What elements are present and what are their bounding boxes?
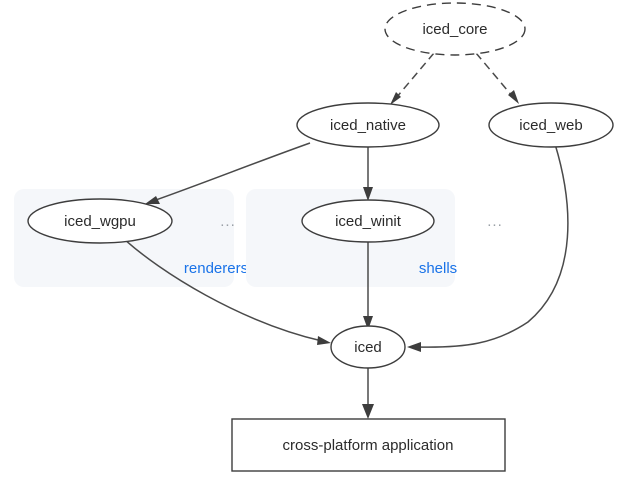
edge-iced-web-to-iced-line bbox=[416, 143, 569, 348]
node-iced-wgpu-label: iced_wgpu bbox=[64, 213, 136, 230]
node-iced-core[interactable]: iced_core bbox=[384, 2, 526, 56]
node-cross-platform-application[interactable]: cross-platform application bbox=[231, 418, 506, 472]
edge-iced-wgpu-to-iced-arrowhead bbox=[317, 336, 331, 345]
edge-iced-native-to-iced-winit-arrowhead bbox=[363, 187, 373, 201]
edge-iced-native-to-iced-wgpu bbox=[145, 142, 311, 204]
edge-iced-core-to-iced-native-arrowhead bbox=[390, 92, 401, 105]
node-iced-web-label: iced_web bbox=[519, 117, 582, 134]
cluster-renderers-ellipsis: ... bbox=[220, 213, 236, 230]
cluster-shells-ellipsis: ... bbox=[487, 213, 503, 230]
edge-iced-native-to-iced-winit bbox=[363, 145, 373, 201]
node-cross-platform-application-label: cross-platform application bbox=[283, 437, 454, 454]
node-iced-core-shape[interactable] bbox=[384, 2, 526, 56]
node-iced-web-shape[interactable] bbox=[488, 102, 614, 148]
node-iced-wgpu-shape[interactable] bbox=[27, 198, 173, 244]
node-iced-shape[interactable] bbox=[330, 325, 406, 369]
node-iced-native[interactable]: iced_native bbox=[296, 102, 440, 148]
node-iced-native-shape[interactable] bbox=[296, 102, 440, 148]
node-iced[interactable]: iced bbox=[330, 325, 406, 369]
node-iced-core-label: iced_core bbox=[422, 21, 487, 38]
node-iced-web[interactable]: iced_web bbox=[488, 102, 614, 148]
edge-iced-winit-to-iced bbox=[363, 241, 373, 330]
edge-iced-core-to-iced-native bbox=[390, 52, 435, 105]
edge-iced-to-application bbox=[362, 368, 374, 419]
edge-iced-core-to-iced-web-line bbox=[475, 52, 514, 98]
edge-iced-web-to-iced bbox=[407, 143, 569, 352]
edge-iced-web-to-iced-arrowhead bbox=[407, 342, 421, 352]
cluster-renderers-label: renderers bbox=[184, 260, 248, 277]
edge-iced-native-to-iced-wgpu-line bbox=[152, 142, 311, 202]
edge-iced-wgpu-to-iced-line bbox=[122, 237, 323, 342]
node-iced-native-label: iced_native bbox=[330, 117, 406, 134]
edge-iced-core-to-iced-native-line bbox=[395, 52, 435, 99]
node-iced-winit[interactable]: iced_winit bbox=[301, 199, 435, 243]
edge-iced-native-to-iced-wgpu-arrowhead bbox=[145, 196, 160, 204]
node-iced-wgpu[interactable]: iced_wgpu bbox=[27, 198, 173, 244]
edge-iced-winit-to-iced-arrowhead bbox=[363, 316, 373, 330]
node-iced-winit-label: iced_winit bbox=[335, 213, 402, 230]
cluster-shells-label: shells bbox=[419, 260, 457, 277]
node-iced-winit-shape[interactable] bbox=[301, 199, 435, 243]
edge-iced-core-to-iced-web-arrowhead bbox=[508, 90, 519, 104]
edge-iced-core-to-iced-web bbox=[475, 52, 519, 104]
edge-iced-wgpu-to-iced bbox=[122, 237, 331, 345]
edge-iced-to-application-arrowhead bbox=[362, 404, 374, 419]
node-iced-label: iced bbox=[354, 339, 382, 356]
node-cross-platform-application-shape[interactable] bbox=[231, 418, 506, 472]
